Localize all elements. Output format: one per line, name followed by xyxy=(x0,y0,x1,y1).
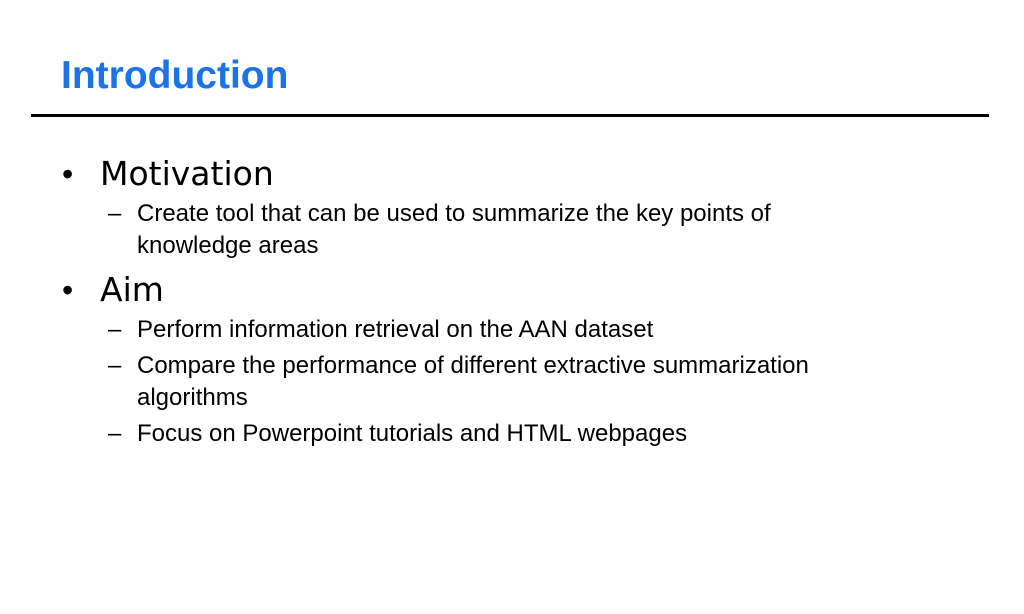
bullet-aim: • Aim – Perform information retrieval on… xyxy=(58,268,958,450)
dash-marker: – xyxy=(108,316,122,343)
sub-bullet-text: Perform information retrieval on the AAN… xyxy=(137,316,654,343)
sub-bullet-text: Focus on Powerpoint tutorials and HTML w… xyxy=(137,420,688,447)
bullet-marker: • xyxy=(62,272,74,308)
sub-bullet: – Create tool that can be used to summar… xyxy=(108,198,958,262)
bullet-motivation: • Motivation – Create tool that can be u… xyxy=(58,152,958,262)
bullet-marker: • xyxy=(62,156,74,192)
dash-marker: – xyxy=(108,200,122,227)
sub-bullet-text: Compare the performance of different ext… xyxy=(137,352,809,411)
sub-bullet: – Focus on Powerpoint tutorials and HTML… xyxy=(108,418,958,450)
bullet-heading: Motivation xyxy=(100,154,274,193)
bullet-heading: Aim xyxy=(100,270,164,309)
title-divider xyxy=(31,114,989,117)
sub-bullet: – Perform information retrieval on the A… xyxy=(108,314,958,346)
slide-title: Introduction xyxy=(61,54,289,97)
sub-bullet: – Compare the performance of different e… xyxy=(108,350,958,414)
sub-bullet-list: – Perform information retrieval on the A… xyxy=(58,314,958,450)
slide-content: • Motivation – Create tool that can be u… xyxy=(58,152,958,454)
sub-bullet-list: – Create tool that can be used to summar… xyxy=(58,198,958,262)
sub-bullet-text: Create tool that can be used to summariz… xyxy=(137,200,771,259)
dash-marker: – xyxy=(108,352,122,379)
dash-marker: – xyxy=(108,420,122,447)
